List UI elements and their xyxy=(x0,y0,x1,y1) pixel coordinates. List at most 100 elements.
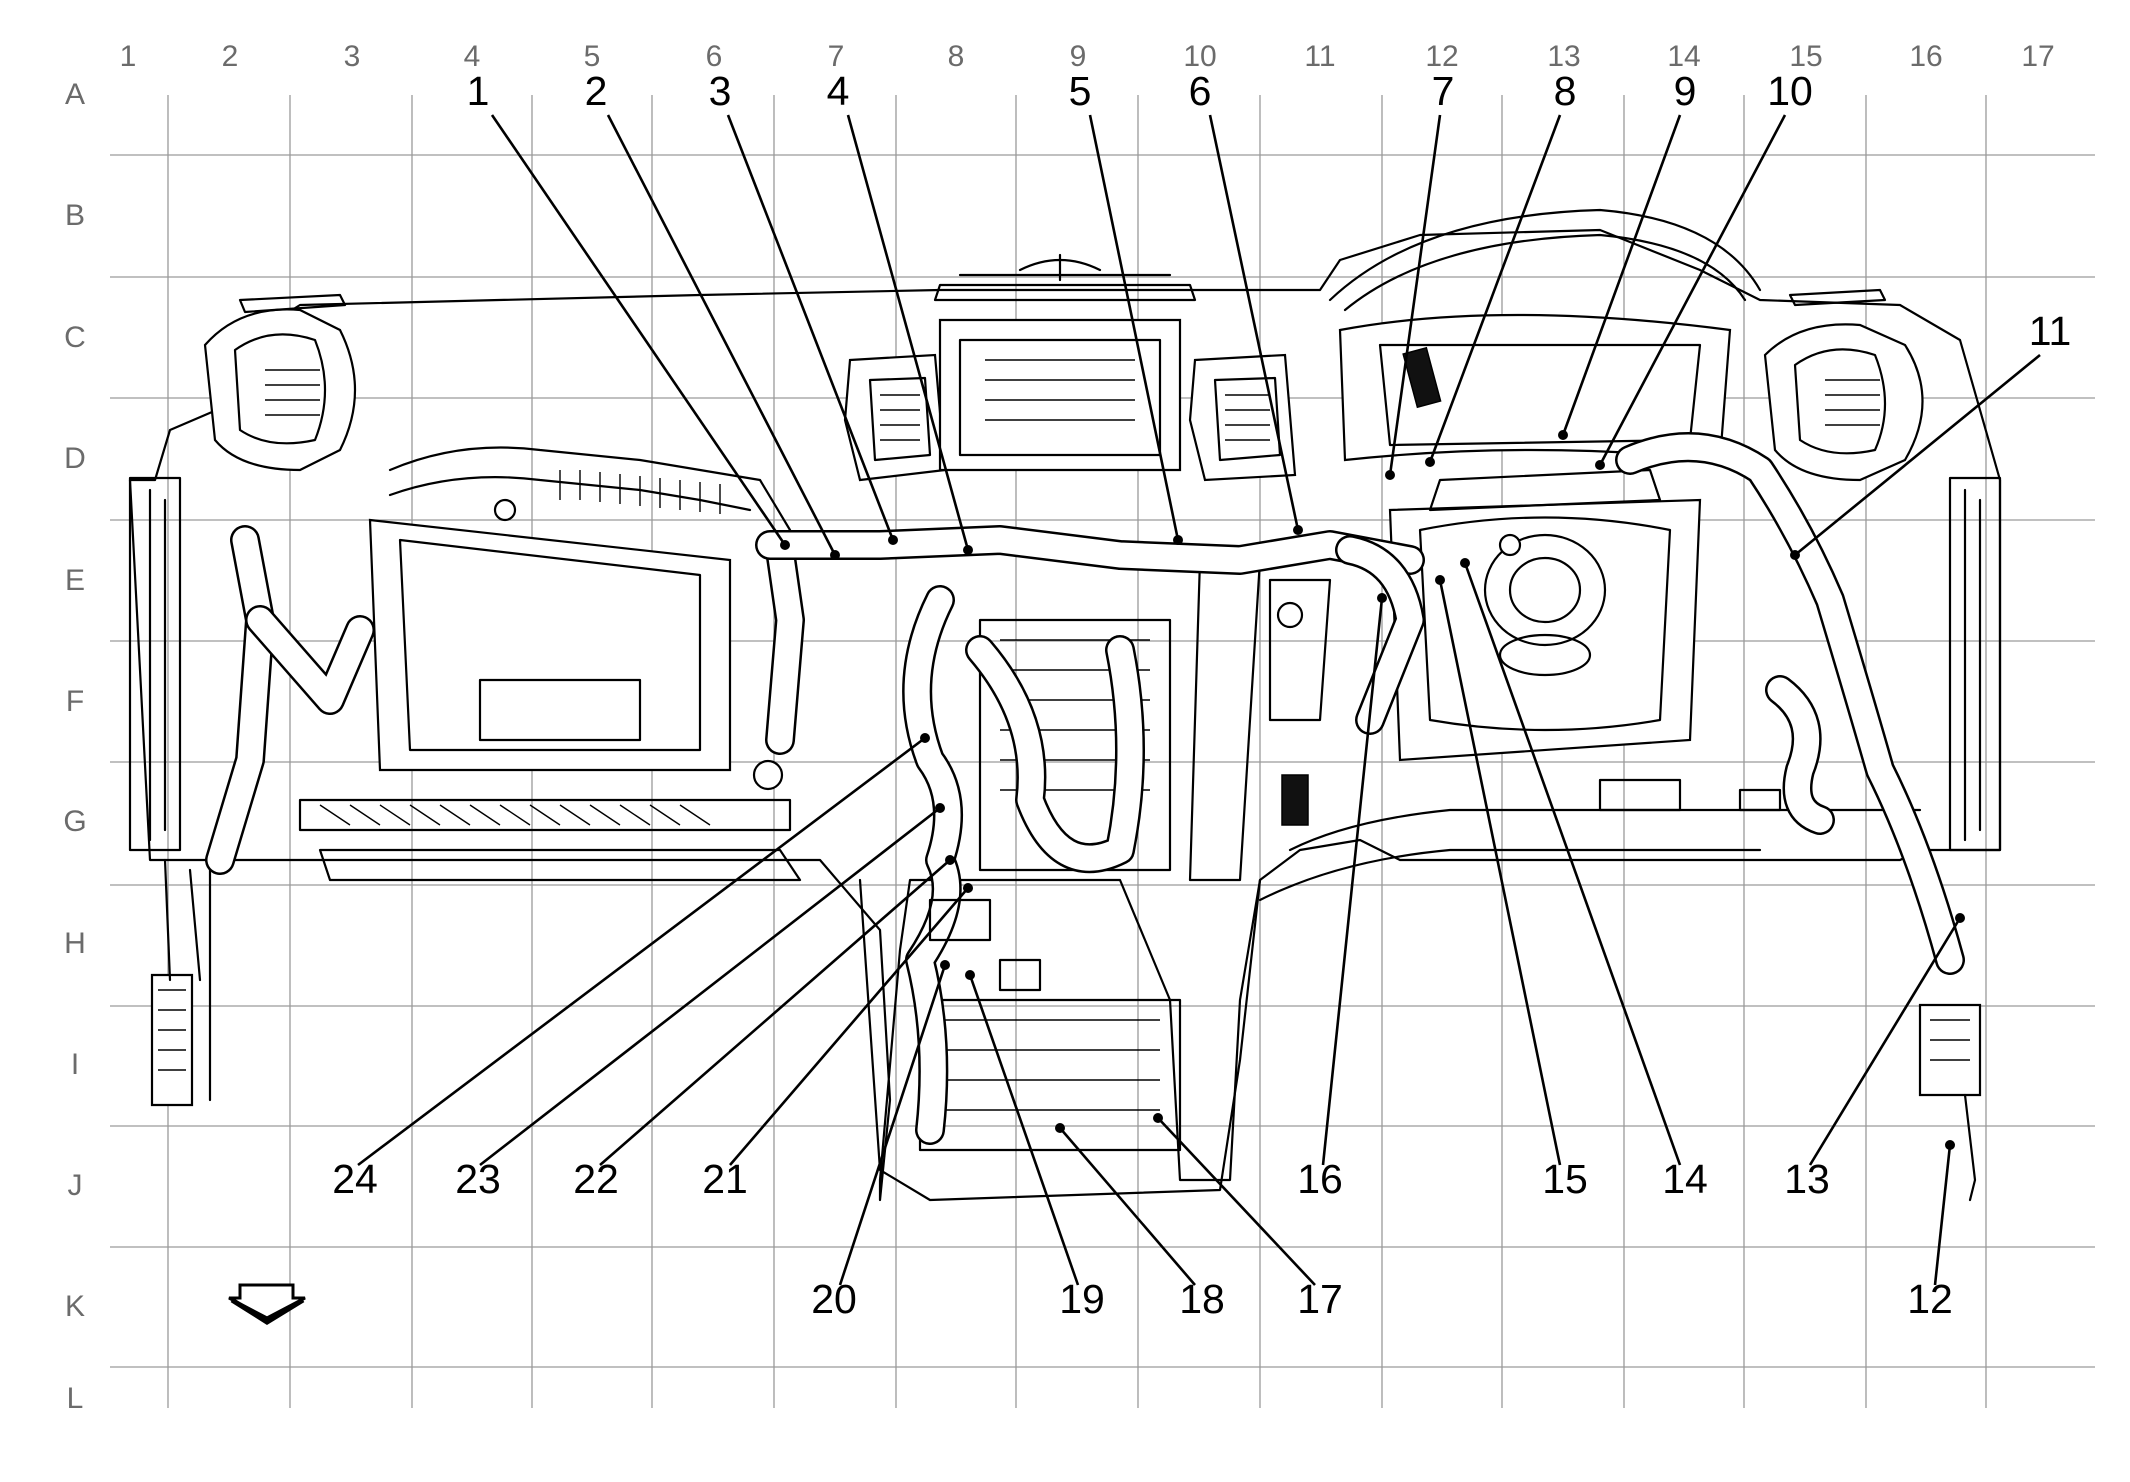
callout-number: 1 xyxy=(467,68,490,114)
grid-column-label: 1 xyxy=(120,40,137,73)
callout-number: 4 xyxy=(827,68,850,114)
callout-leader-line xyxy=(1088,114,1180,541)
callout-number: 19 xyxy=(1059,1276,1105,1322)
grid-column-label: 7 xyxy=(828,40,845,73)
callout-target-dot xyxy=(1955,913,1965,923)
callout-target-dot xyxy=(963,545,973,555)
callout-leader-line xyxy=(1808,917,1962,1166)
grid-column-label: 5 xyxy=(584,40,601,73)
callout-number: 21 xyxy=(702,1156,748,1202)
callout-number: 9 xyxy=(1674,68,1697,114)
grid-column-label: 12 xyxy=(1425,40,1458,73)
callout-leader-line xyxy=(729,887,969,1166)
callout-leader-line xyxy=(599,859,951,1166)
callout-target-dot xyxy=(920,733,930,743)
callout-number: 7 xyxy=(1432,68,1455,114)
reference-grid xyxy=(110,95,2095,1408)
grid-column-label: 4 xyxy=(464,40,481,73)
grid-column-label: 10 xyxy=(1183,40,1216,73)
callout-leader-line xyxy=(1388,114,1442,476)
grid-row-label: H xyxy=(64,927,86,960)
callout-leader-line xyxy=(1598,114,1787,466)
callout-target-dot xyxy=(1425,457,1435,467)
grid-column-label: 13 xyxy=(1547,40,1580,73)
callout-number: 22 xyxy=(573,1156,619,1202)
grid-row-label: F xyxy=(66,685,84,718)
callout-number: 12 xyxy=(1907,1276,1953,1322)
callout-target-dot xyxy=(1385,470,1395,480)
callout-target-dot xyxy=(1595,460,1605,470)
callout-number: 3 xyxy=(709,68,732,114)
callout-leader-line xyxy=(490,114,787,546)
grid-row-label: K xyxy=(65,1290,85,1323)
callout-leader-line xyxy=(1561,114,1682,436)
grid-column-label: 2 xyxy=(222,40,239,73)
callout-leader-line xyxy=(1933,1144,1952,1286)
callout-leader-line xyxy=(846,114,970,551)
callout-leader-line xyxy=(606,114,837,556)
grid-column-label: 14 xyxy=(1667,40,1700,73)
grid-column-label: 6 xyxy=(706,40,723,73)
callout-number: 13 xyxy=(1784,1156,1830,1202)
callout-target-dot xyxy=(1153,1113,1163,1123)
callout-number: 14 xyxy=(1662,1156,1708,1202)
grid-row-label: L xyxy=(67,1382,84,1415)
grid-row-label: I xyxy=(71,1048,79,1081)
callout-target-dot xyxy=(935,803,945,813)
callout-target-dot xyxy=(965,970,975,980)
callout-number: 10 xyxy=(1767,68,1813,114)
callout-number: 5 xyxy=(1069,68,1092,114)
callout-number: 17 xyxy=(1297,1276,1343,1322)
callout-target-dot xyxy=(1435,575,1445,585)
grid-row-label: J xyxy=(68,1169,83,1202)
callout-number: 20 xyxy=(811,1276,857,1322)
callout-leader-line xyxy=(1428,114,1562,463)
grid-column-label: 15 xyxy=(1789,40,1822,73)
callout-target-dot xyxy=(963,883,973,893)
callout-target-dot xyxy=(1173,535,1183,545)
callout-target-dot xyxy=(1460,558,1470,568)
grid-row-label: B xyxy=(65,199,85,232)
callout-leader-line xyxy=(1321,597,1384,1166)
grid-column-label: 8 xyxy=(948,40,965,73)
callout-target-dot xyxy=(830,550,840,560)
grid-column-label: 17 xyxy=(2021,40,2054,73)
grid-column-label: 9 xyxy=(1070,40,1087,73)
callout-target-dot xyxy=(780,540,790,550)
callout-number: 2 xyxy=(585,68,608,114)
callout-leader-line xyxy=(1463,562,1682,1166)
callout-target-dot xyxy=(1558,430,1568,440)
callout-number: 8 xyxy=(1554,68,1577,114)
callout-target-dot xyxy=(888,535,898,545)
instrument-panel-drawing xyxy=(128,208,2002,1202)
callout-number: 6 xyxy=(1189,68,1212,114)
callout-number: 16 xyxy=(1297,1156,1343,1202)
grid-row-label: C xyxy=(64,321,86,354)
callout-leader-line xyxy=(838,964,947,1286)
callout-target-dot xyxy=(945,855,955,865)
callout-target-dot xyxy=(1790,550,1800,560)
grid-row-label: E xyxy=(65,564,85,597)
callout-target-dot xyxy=(1945,1140,1955,1150)
callout-number: 24 xyxy=(332,1156,378,1202)
callout-leader-line xyxy=(479,806,941,1167)
callout-number: 15 xyxy=(1542,1156,1588,1202)
callout-leader-line xyxy=(1157,1117,1316,1286)
callout-target-dot xyxy=(1377,593,1387,603)
grid-column-label: 3 xyxy=(344,40,361,73)
callout-number: 11 xyxy=(2029,308,2072,354)
grid-row-label: A xyxy=(65,78,85,111)
callout-leader-line xyxy=(1438,579,1562,1166)
callout-leader-line xyxy=(1794,353,2041,557)
grid-column-label: 11 xyxy=(1304,40,1335,73)
callout-target-dot xyxy=(940,960,950,970)
callout-number: 23 xyxy=(455,1156,501,1202)
grid-row-label: G xyxy=(63,805,86,838)
grid-column-label: 16 xyxy=(1909,40,1942,73)
callout-leader-line xyxy=(1059,1127,1196,1286)
callout-leader-line xyxy=(968,974,1080,1286)
